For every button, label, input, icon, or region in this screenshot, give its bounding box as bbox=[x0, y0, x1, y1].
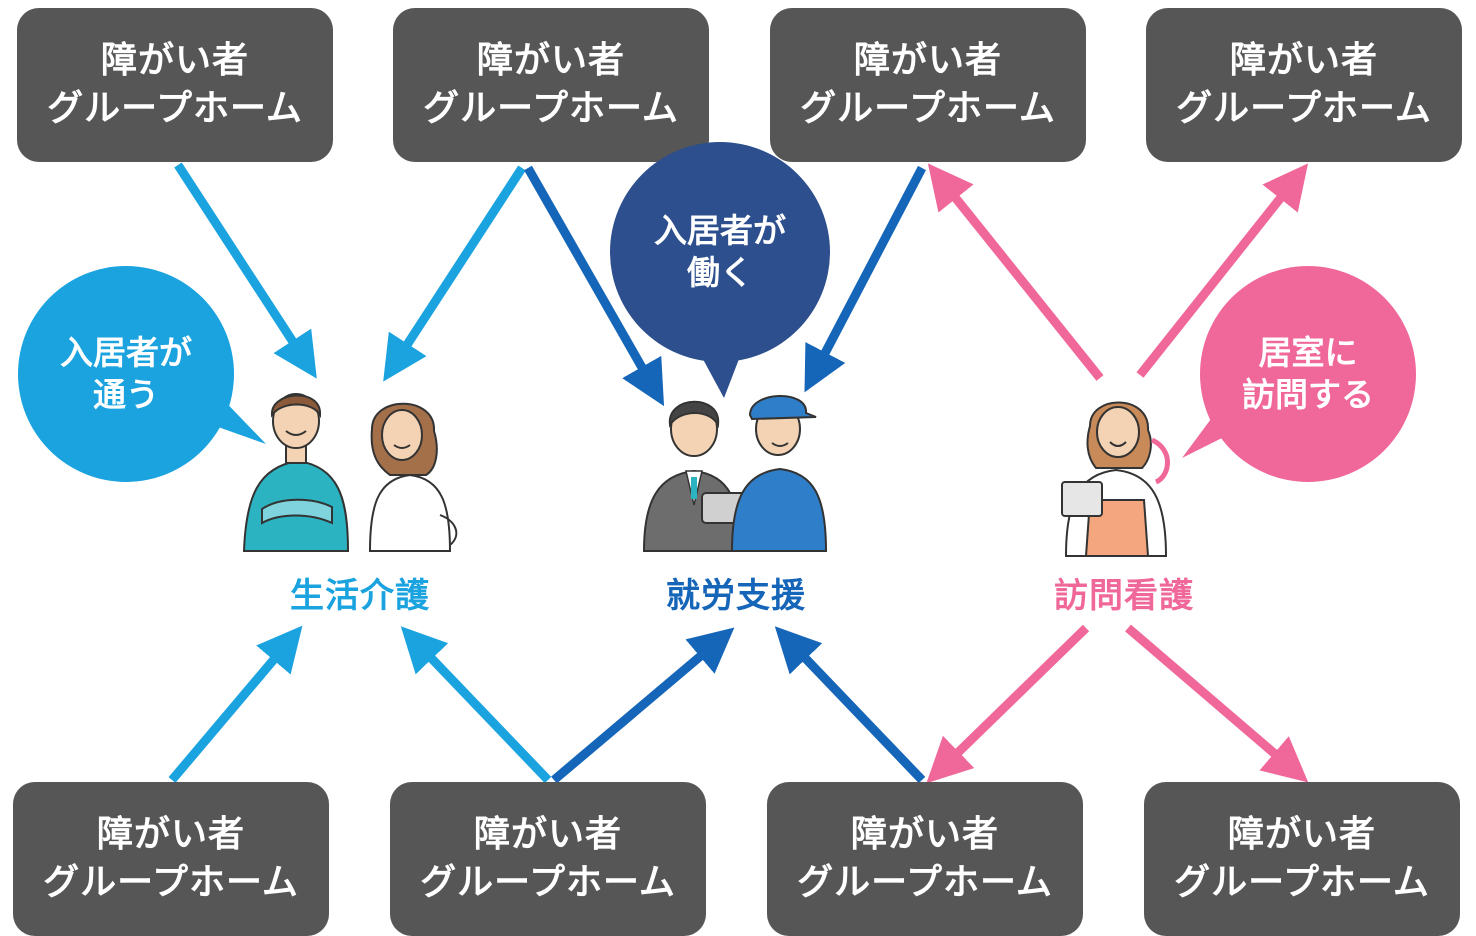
group-home-line2: グループホーム bbox=[797, 862, 1053, 903]
group-home-box: 障がい者 グループホーム bbox=[767, 782, 1083, 936]
service-label-daily-care: 生活介護 bbox=[290, 576, 430, 616]
group-home-line2: グループホーム bbox=[47, 88, 303, 129]
caregiver-couple-illustration bbox=[242, 393, 458, 552]
bubble-daily-care-line1: 入居者が bbox=[60, 333, 192, 372]
group-home-line2: グループホーム bbox=[1176, 88, 1432, 129]
arrow-nursing-to-home3 bbox=[927, 163, 1104, 381]
service-label-nursing: 訪問看護 bbox=[1054, 576, 1194, 616]
group-home-box: 障がい者 グループホーム bbox=[1146, 8, 1462, 162]
group-home-line1: 障がい者 bbox=[96, 814, 245, 855]
bubble-employment-line1: 入居者が bbox=[654, 211, 786, 250]
arrow-home1-to-daily-care bbox=[174, 162, 317, 379]
group-home-box: 障がい者 グループホーム bbox=[1144, 782, 1460, 936]
group-home-box: 障がい者 グループホーム bbox=[13, 782, 329, 936]
bubble-employment-text: 入居者が 働く bbox=[620, 210, 820, 294]
group-home-line2: グループホーム bbox=[43, 862, 299, 903]
group-home-line2: グループホーム bbox=[420, 862, 676, 903]
group-home-line1: 障がい者 bbox=[473, 814, 622, 855]
nurse-illustration bbox=[1061, 401, 1170, 557]
bubble-daily-care-text: 入居者が 通う bbox=[26, 332, 226, 416]
bubble-nursing-text: 居室に 訪問する bbox=[1208, 332, 1408, 416]
group-home-line2: グループホーム bbox=[423, 88, 679, 129]
group-home-line2: グループホーム bbox=[800, 88, 1056, 129]
group-home-line2: グループホーム bbox=[1174, 862, 1430, 903]
bubble-employment-line2: 働く bbox=[687, 253, 753, 292]
arrow-home2-to-employment bbox=[524, 165, 665, 407]
bubble-nursing-line1: 居室に bbox=[1258, 333, 1358, 372]
bubble-daily-care bbox=[18, 266, 266, 482]
arrow-home6-to-employment bbox=[551, 627, 735, 784]
group-home-box: 障がい者 グループホーム bbox=[17, 8, 333, 162]
bubble-daily-care-line2: 通う bbox=[93, 375, 159, 414]
arrow-nursing-to-home4 bbox=[1136, 163, 1309, 378]
group-home-line1: 障がい者 bbox=[1229, 40, 1378, 81]
group-home-line1: 障がい者 bbox=[476, 40, 625, 81]
group-home-box: 障がい者 グループホーム bbox=[390, 782, 706, 936]
bubble-nursing-line2: 訪問する bbox=[1242, 375, 1374, 414]
arrow-home5-to-daily-care bbox=[168, 625, 303, 783]
arrow-home2-to-daily-care bbox=[383, 165, 526, 382]
group-home-box: 障がい者 グループホーム bbox=[393, 8, 709, 162]
arrow-nursing-to-home7 bbox=[926, 624, 1090, 784]
group-home-line1: 障がい者 bbox=[853, 40, 1002, 81]
service-label-employment: 就労支援 bbox=[666, 576, 806, 616]
workers-illustration bbox=[642, 395, 828, 552]
bubble-employment bbox=[610, 142, 830, 398]
arrow-home7-to-employment bbox=[774, 626, 926, 784]
group-home-box: 障がい者 グループホーム bbox=[770, 8, 1086, 162]
group-home-line1: 障がい者 bbox=[100, 40, 249, 81]
arrow-nursing-to-home8 bbox=[1125, 624, 1309, 783]
arrow-home6-to-daily-care bbox=[400, 626, 552, 784]
group-home-line1: 障がい者 bbox=[850, 814, 999, 855]
group-home-line1: 障がい者 bbox=[1227, 814, 1376, 855]
bubble-nursing bbox=[1182, 266, 1416, 482]
arrow-home3-to-employment bbox=[804, 165, 926, 393]
